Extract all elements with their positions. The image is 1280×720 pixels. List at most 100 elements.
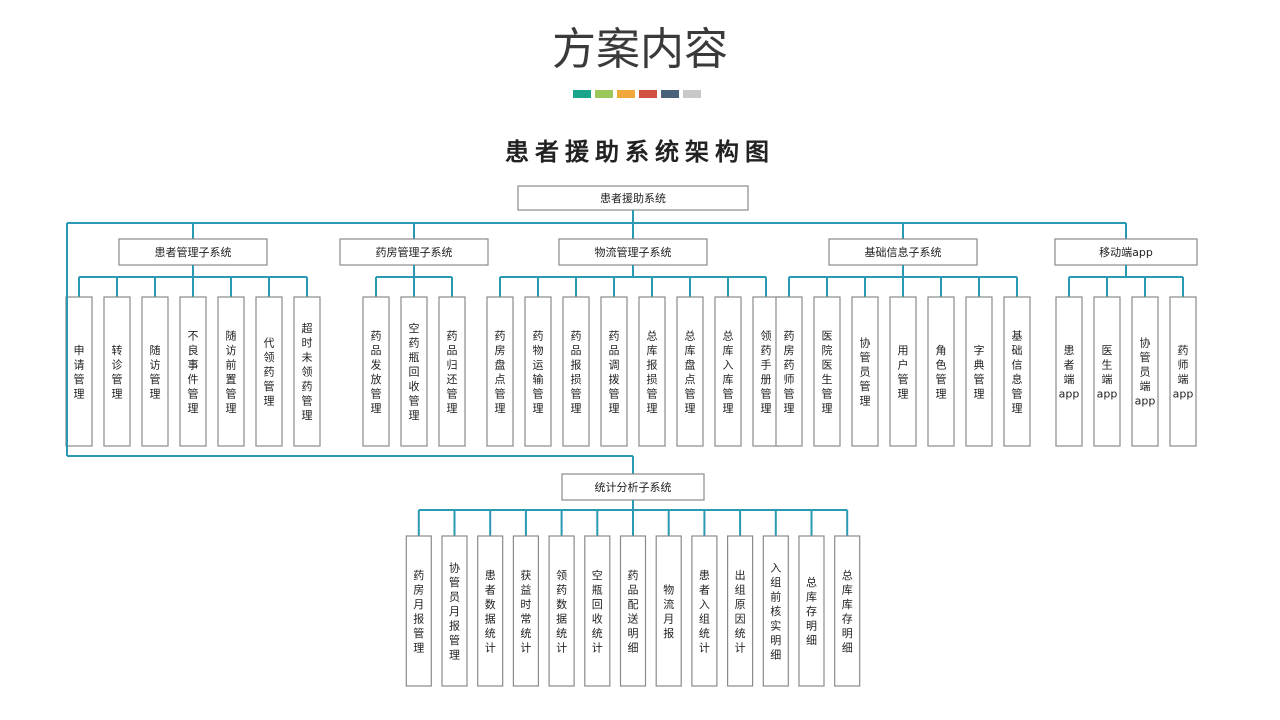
stats-subsystem-node: 统计分析子系统 <box>561 473 705 501</box>
slide-title: 方案内容 <box>552 24 728 75</box>
module-box: 总库库存明细 <box>834 535 861 687</box>
module-label: 患者入组统计 <box>699 569 710 655</box>
accent-swatch <box>661 90 679 98</box>
module-label: 领药手册管理 <box>761 329 772 415</box>
module-label: 字典管理 <box>974 343 985 401</box>
module-label: 总库库存明细 <box>842 568 853 655</box>
module-box: 药物运输管理 <box>524 296 552 447</box>
module-box: 空瓶回收统计 <box>584 535 611 687</box>
module-label: 出组原因统计 <box>735 568 746 655</box>
module-label: 申请管理 <box>74 344 85 401</box>
module-label: 药房月报管理 <box>413 569 424 655</box>
module-label: 总库存明细 <box>806 575 817 647</box>
module-box: 随访管理 <box>141 296 169 447</box>
module-box: 总库入库管理 <box>714 296 742 447</box>
module-box: 基础信息管理 <box>1003 296 1031 447</box>
module-label: 随访前置管理 <box>226 328 237 415</box>
subsystem-node-label: 药房管理子系统 <box>376 245 453 259</box>
module-label: 角色管理 <box>936 344 947 401</box>
subsystem-node-label: 患者管理子系统 <box>155 245 232 259</box>
module-label: 药品发放管理 <box>371 329 382 415</box>
module-label: 药房药师管理 <box>784 329 795 415</box>
module-label: 药品配送明细 <box>628 569 639 655</box>
module-box: 药房药师管理 <box>775 296 803 447</box>
accent-swatch <box>617 90 635 98</box>
module-label: 空瓶回收统计 <box>592 568 603 655</box>
module-box: 超时未领药管理 <box>293 296 321 447</box>
module-box: 协管员月报管理 <box>441 535 468 687</box>
module-label: 转诊管理 <box>112 343 123 401</box>
module-box: 入组前核实明细 <box>762 535 789 687</box>
module-label: 空药瓶回收管理 <box>409 321 420 422</box>
module-label: 获益时常统计 <box>520 569 531 655</box>
module-box: 用户管理 <box>889 296 917 447</box>
module-box: 总库盘点管理 <box>676 296 704 447</box>
subsystem-node: 物流管理子系统 <box>558 238 708 266</box>
diagram-title: 患者援助系统架构图 <box>505 137 775 166</box>
accent-swatch <box>595 90 613 98</box>
module-label: 总库盘点管理 <box>685 328 696 415</box>
module-label: 物流月报 <box>663 582 674 640</box>
module-label: 总库入库管理 <box>723 328 734 415</box>
module-box: 总库存明细 <box>798 535 825 687</box>
module-box: 领药手册管理 <box>752 296 780 447</box>
module-box: 药房月报管理 <box>405 535 432 687</box>
module-box: 转诊管理 <box>103 296 131 447</box>
module-box: 随访前置管理 <box>217 296 245 447</box>
module-label: 总库报损管理 <box>647 328 658 415</box>
module-label: 患者数据统计 <box>485 569 496 655</box>
module-label: 超时未领药管理 <box>302 321 313 422</box>
module-label: 药品报损管理 <box>571 329 582 415</box>
accent-swatch <box>639 90 657 98</box>
module-box: 药品配送明细 <box>619 535 647 687</box>
module-box: 药房盘点管理 <box>486 296 514 447</box>
module-box: 医院医生管理 <box>813 296 841 447</box>
module-label: 领药数据统计 <box>556 569 567 655</box>
module-box: 患者入组统计 <box>691 535 718 687</box>
module-box: 出组原因统计 <box>726 535 754 687</box>
module-label: 随访管理 <box>150 343 161 401</box>
stats-subsystem-node-label: 统计分析子系统 <box>595 480 672 494</box>
module-box: 药品发放管理 <box>362 296 390 447</box>
module-box: 药品调拨管理 <box>600 296 628 447</box>
subsystem-node: 药房管理子系统 <box>339 238 489 266</box>
module-box: 物流月报 <box>655 535 682 687</box>
subsystem-node-label: 移动端app <box>1099 246 1153 259</box>
subsystem-node-label: 物流管理子系统 <box>595 245 672 259</box>
module-label: 药品归还管理 <box>447 329 458 415</box>
subsystem-node-label: 基础信息子系统 <box>865 245 942 259</box>
module-label: 代领药管理 <box>264 337 275 408</box>
module-box: 代领药管理 <box>255 296 283 447</box>
module-label: 药物运输管理 <box>533 329 544 415</box>
module-box: 字典管理 <box>965 296 993 447</box>
module-label: 协管员月报管理 <box>449 561 460 662</box>
module-label: 协管员管理 <box>860 336 871 408</box>
module-box: 药品归还管理 <box>438 296 466 447</box>
root-node: 患者援助系统 <box>517 185 749 211</box>
module-label: 入组前核实明细 <box>770 562 781 662</box>
subsystem-node: 基础信息子系统 <box>828 238 978 266</box>
module-box: 患者数据统计 <box>477 535 504 687</box>
subsystem-node: 移动端app <box>1054 238 1198 266</box>
subsystem-node: 患者管理子系统 <box>118 238 268 266</box>
module-box: 获益时常统计 <box>512 535 540 687</box>
module-box: 总库报损管理 <box>638 296 666 447</box>
module-box: 申请管理 <box>65 296 93 447</box>
module-label: 不良事件管理 <box>188 329 199 415</box>
module-box: 空药瓶回收管理 <box>400 296 428 447</box>
module-label: 药品调拨管理 <box>609 329 620 415</box>
module-label: 基础信息管理 <box>1012 329 1023 415</box>
accent-swatch <box>573 90 591 98</box>
root-node-label: 患者援助系统 <box>600 191 666 205</box>
module-box: 角色管理 <box>927 296 955 447</box>
module-label: 医院医生管理 <box>822 329 833 415</box>
module-label: 药房盘点管理 <box>495 329 506 415</box>
module-box: 协管员管理 <box>851 296 879 447</box>
